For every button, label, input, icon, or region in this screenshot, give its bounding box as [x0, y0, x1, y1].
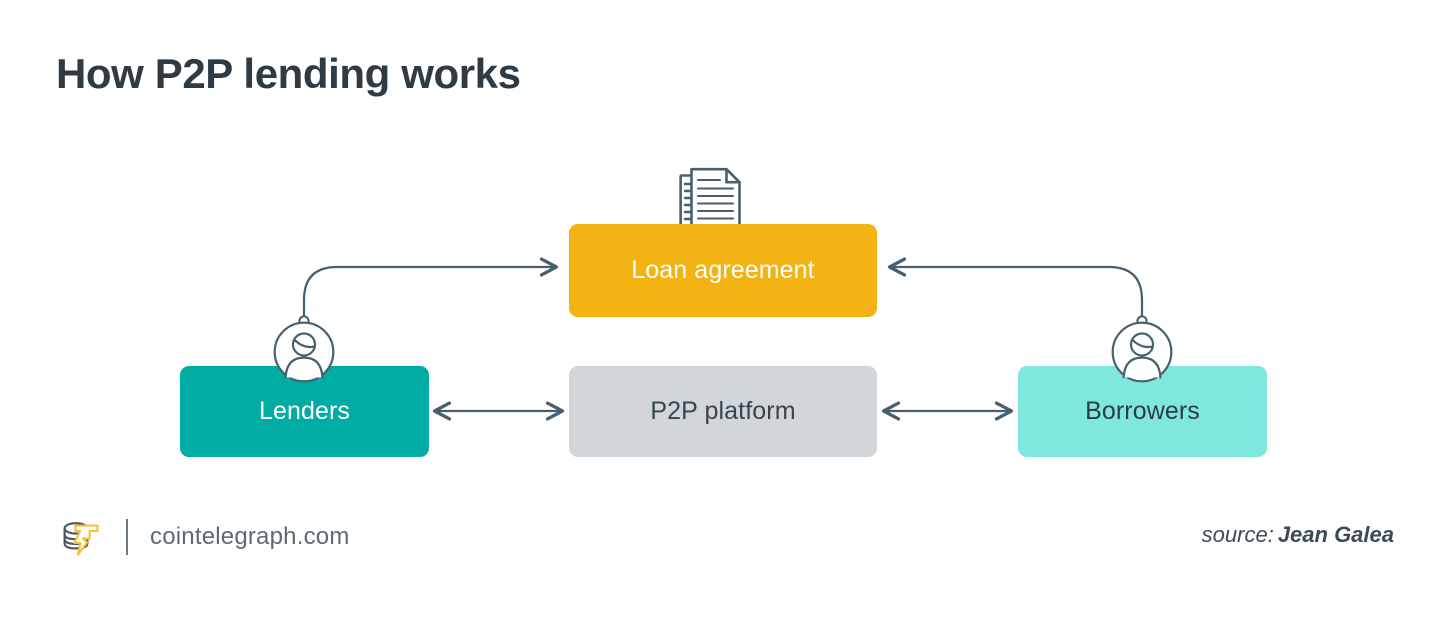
connector-borrowers-to-loan [890, 267, 1148, 327]
person-avatar-icon-lenders [273, 321, 335, 383]
cointelegraph-logo-icon [63, 522, 99, 556]
connector-lenders-to-loan [298, 267, 556, 327]
source-label: source: [1201, 522, 1274, 547]
source-attribution: source:Jean Galea [1202, 522, 1394, 548]
node-lenders-label: Lenders [258, 397, 351, 425]
footer-site-url: cointelegraph.com [150, 523, 350, 550]
footer-branding: cointelegraph.com [56, 508, 350, 566]
node-p2p-platform-label: P2P platform [650, 397, 796, 425]
node-loan-agreement[interactable]: Loan agreement [569, 224, 877, 317]
footer-divider [126, 519, 128, 555]
node-borrowers-label: Borrowers [1085, 397, 1200, 425]
node-loan-agreement-label: Loan agreement [631, 256, 815, 284]
source-name: Jean Galea [1277, 522, 1394, 547]
node-p2p-platform[interactable]: P2P platform [569, 366, 877, 457]
page-title: How P2P lending works [56, 50, 521, 97]
person-avatar-icon-borrowers [1111, 321, 1173, 383]
